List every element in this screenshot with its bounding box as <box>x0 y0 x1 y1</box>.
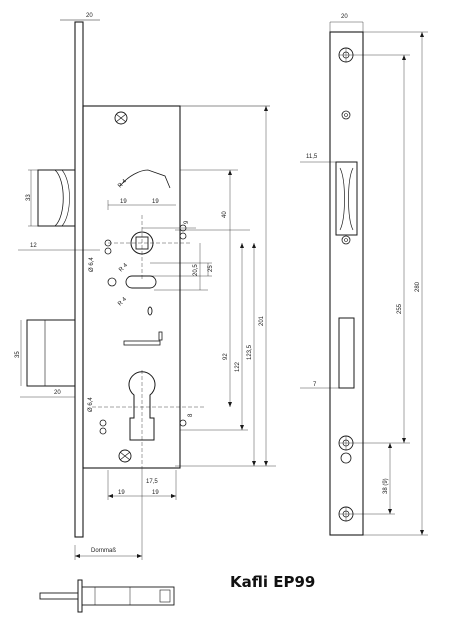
dead-bolt <box>26 319 75 387</box>
follower-hub <box>108 215 190 280</box>
latch-bolt <box>37 169 75 227</box>
dim-19-lower-right: 19 <box>152 490 159 496</box>
dim-92: 92 <box>223 353 229 360</box>
dim-38-9: 38 (9) <box>383 478 389 494</box>
dim-diameter-6-4-upper: Ø 6,4 <box>89 257 95 272</box>
dim-8: 8 <box>188 413 194 417</box>
dim-20-faceplate: 20 <box>341 14 348 20</box>
lock-side-view <box>18 19 276 560</box>
dim-20-top: 20 <box>86 13 93 19</box>
dim-12: 12 <box>30 243 37 249</box>
dim-25: 25 <box>208 265 214 272</box>
dim-201: 201 <box>259 315 265 326</box>
dim-r4-upper: R 4 <box>117 178 128 189</box>
dim-35: 35 <box>15 351 21 358</box>
lock-top-view <box>39 579 175 613</box>
dim-122: 122 <box>235 361 241 372</box>
dim-19-lower-left: 19 <box>118 490 125 496</box>
cylinder-cutout <box>128 371 156 441</box>
dim-20-5: 20,5 <box>193 264 199 276</box>
dim-r4-middle: R 4 <box>118 262 129 273</box>
dim-9: 9 <box>184 220 190 224</box>
dim-r4-lower: R 4 <box>117 296 128 307</box>
dim-11-5: 11,5 <box>306 154 318 160</box>
dim-7: 7 <box>313 382 317 388</box>
dim-17-5: 17,5 <box>146 479 158 485</box>
dim-255: 255 <box>397 303 403 314</box>
faceplate-front-view <box>300 21 428 536</box>
dornmass-label: Dornmaß <box>91 548 116 554</box>
dim-19-upper-left: 19 <box>120 199 127 205</box>
dim-19-upper-right: 19 <box>152 199 159 205</box>
dim-123-5: 123,5 <box>247 344 253 360</box>
dim-33: 33 <box>26 194 32 201</box>
dim-diameter-6-4-lower: Ø 6,4 <box>88 397 94 412</box>
dim-40: 40 <box>222 211 228 218</box>
faceplate-side <box>74 21 84 538</box>
faceplate-front <box>329 31 364 536</box>
dim-20-mid: 20 <box>54 390 61 396</box>
lock-case <box>82 105 181 469</box>
product-caption: Kafli EP99 <box>230 573 316 591</box>
dim-280: 280 <box>415 281 421 292</box>
